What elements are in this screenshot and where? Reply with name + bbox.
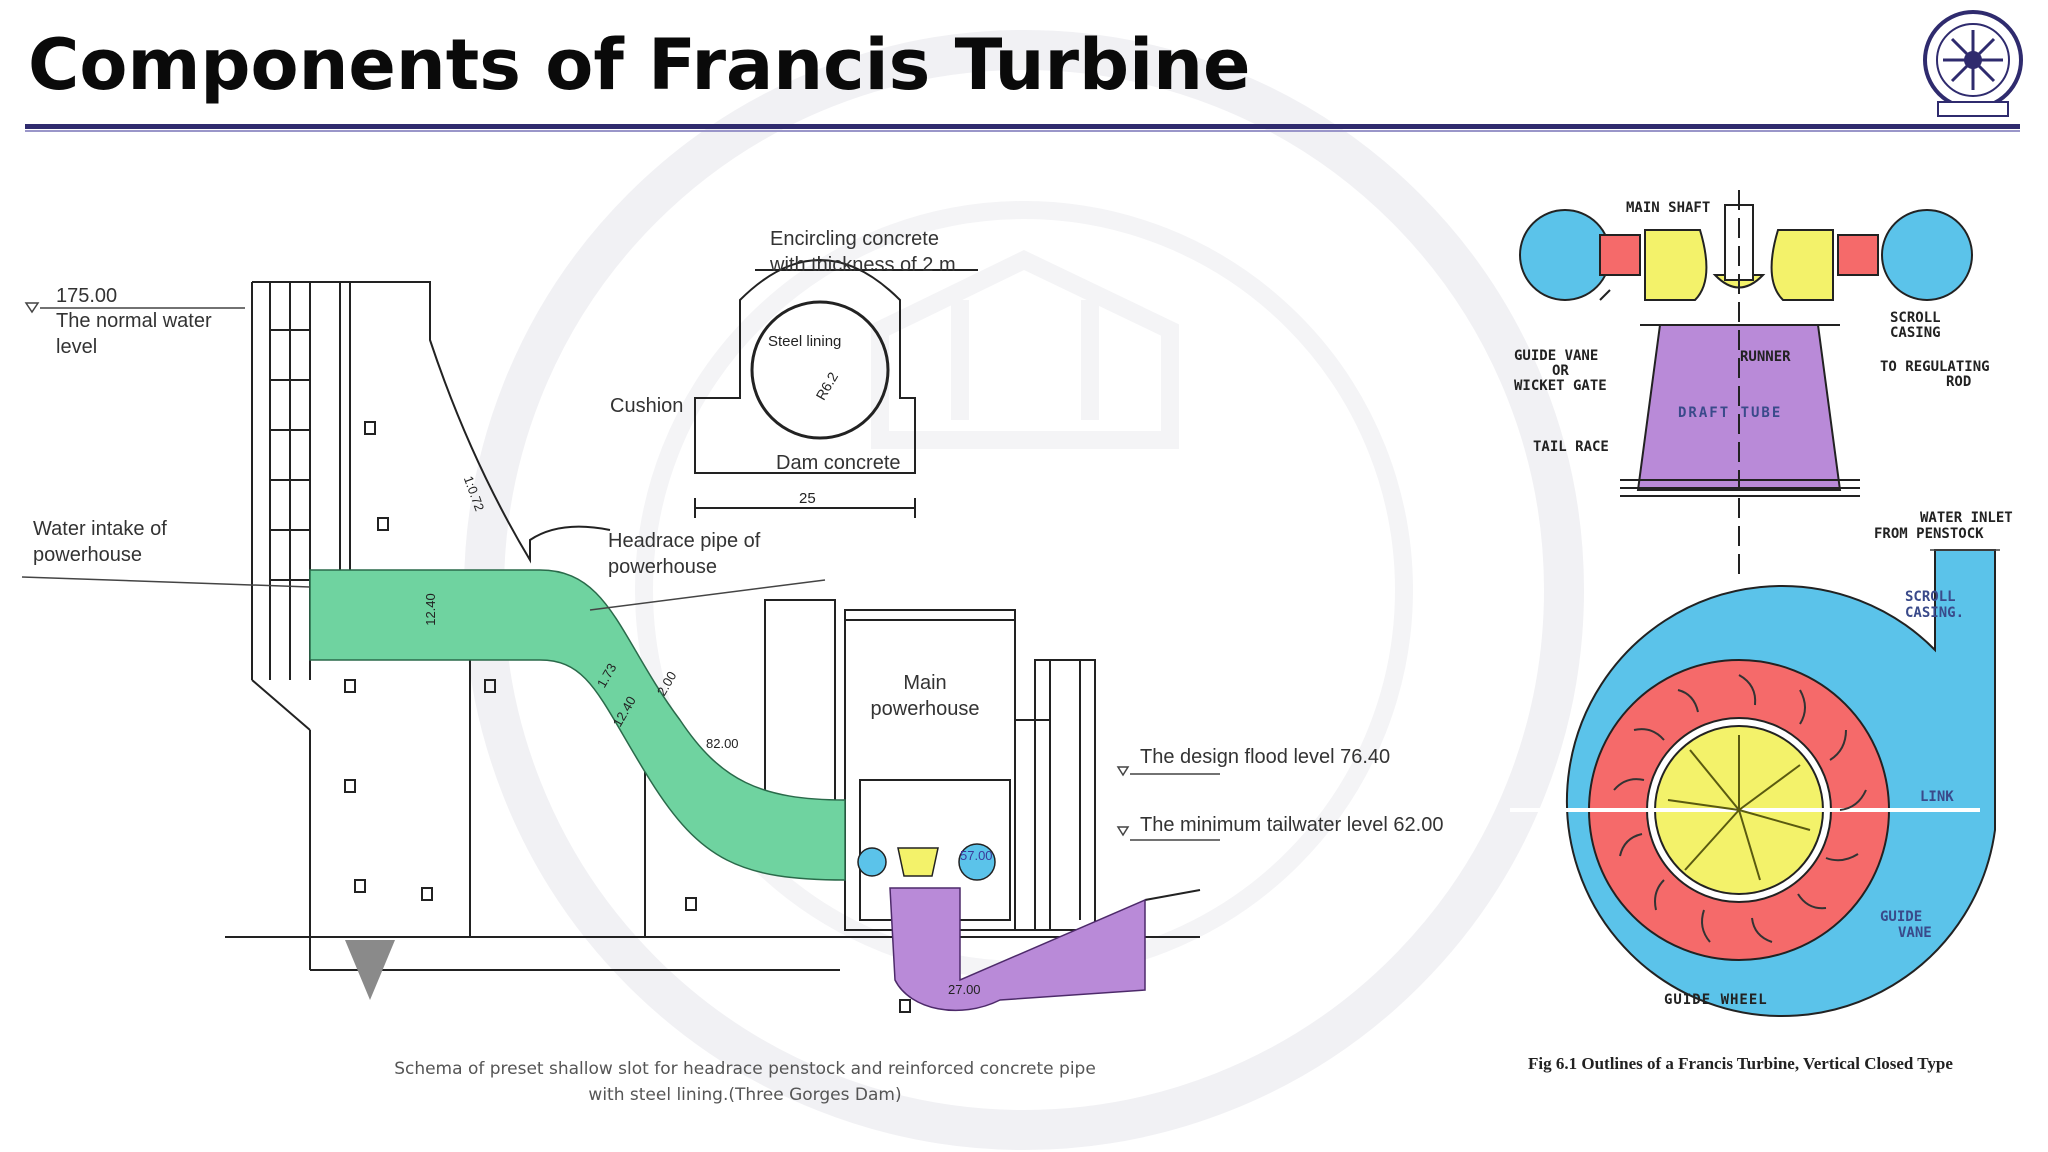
guide-wheel-label: GUIDE WHEEL [1664, 992, 1768, 1008]
width-dimension-label: 25 [799, 490, 816, 507]
water-intake-label-2: powerhouse [33, 544, 142, 566]
headrace-pipe-label-1: Headrace pipe of [608, 530, 761, 552]
title-rule [25, 124, 2020, 129]
runner-label: RUNNER [1740, 349, 1791, 365]
normal-water-level-value: 175.00 [56, 285, 118, 307]
draft-tube-label: DRAFT TUBE [1678, 405, 1783, 421]
dam-caption: Schema of preset shallow slot for headra… [340, 1056, 1150, 1108]
headrace-pipe-shape [309, 569, 846, 881]
guide-vane-top-label-2: OR [1552, 363, 1569, 379]
draft-tube-shape [889, 887, 1146, 1012]
cushion-label: Cushion [610, 395, 684, 417]
link-label: LINK [1920, 789, 1954, 805]
guide-vane-bottom-label-1: GUIDE [1880, 909, 1923, 925]
turbine-fig-caption: Fig 6.1 Outlines of a Francis Turbine, V… [1528, 1054, 1953, 1073]
francis-turbine-diagram [1510, 190, 2000, 1017]
headrace-pipe-label-2: powerhouse [608, 556, 717, 578]
main-shaft-label: MAIN SHAFT [1626, 200, 1711, 216]
slide-title: Components of Francis Turbine [28, 24, 1251, 106]
level-57-label: 57.00 [960, 848, 993, 863]
normal-water-level-line-2: level [56, 336, 98, 358]
encircling-concrete-label-1: Encircling concrete [770, 228, 939, 250]
level-27-label: 27.00 [948, 982, 981, 997]
pipe-dimension-1: 12.40 [422, 593, 438, 626]
normal-water-level-line-1: The normal water [56, 310, 212, 332]
title-rule-shadow [25, 130, 2020, 132]
water-intake-label-1: Water intake of [33, 518, 167, 540]
regulating-rod-label-1: TO REGULATING [1880, 359, 1990, 375]
dam-cross-section-diagram [21, 259, 1220, 1013]
guide-vane-bottom-label-2: VANE [1898, 925, 1932, 941]
level-82-label: 82.00 [706, 736, 739, 751]
dam-caption-line-2: with steel lining.(Three Gorges Dam) [588, 1085, 902, 1105]
main-powerhouse-label-2: powerhouse [870, 698, 980, 720]
scroll-casing-top-label-2: CASING [1890, 325, 1941, 341]
water-inlet-label-2: FROM PENSTOCK [1874, 526, 1984, 542]
institute-logo [1923, 10, 2023, 117]
scroll-casing-bottom-label-1: SCROLL [1905, 589, 1956, 605]
guide-vane-top-label-1: GUIDE VANE [1514, 348, 1599, 364]
encircling-concrete-label-2: with thickness of 2 m [770, 254, 956, 276]
main-powerhouse-label-1: Main [903, 672, 947, 694]
dam-concrete-label: Dam concrete [776, 452, 901, 474]
min-tailwater-level-label: The minimum tailwater level 62.00 [1140, 814, 1444, 836]
guide-vane-top-label-3: WICKET GATE [1514, 378, 1607, 394]
water-inlet-label-1: WATER INLET [1920, 510, 2013, 526]
scroll-casing-bottom-label-2: CASING. [1905, 605, 1965, 621]
scroll-casing-top-label-1: SCROLL [1890, 310, 1941, 326]
design-flood-level-label: The design flood level 76.40 [1140, 746, 1391, 768]
regulating-rod-label-2: ROD [1946, 374, 1972, 390]
tail-race-label: TAIL RACE [1533, 439, 1609, 455]
steel-lining-label: Steel lining [768, 333, 842, 350]
dam-caption-line-1: Schema of preset shallow slot for headra… [394, 1059, 1096, 1079]
